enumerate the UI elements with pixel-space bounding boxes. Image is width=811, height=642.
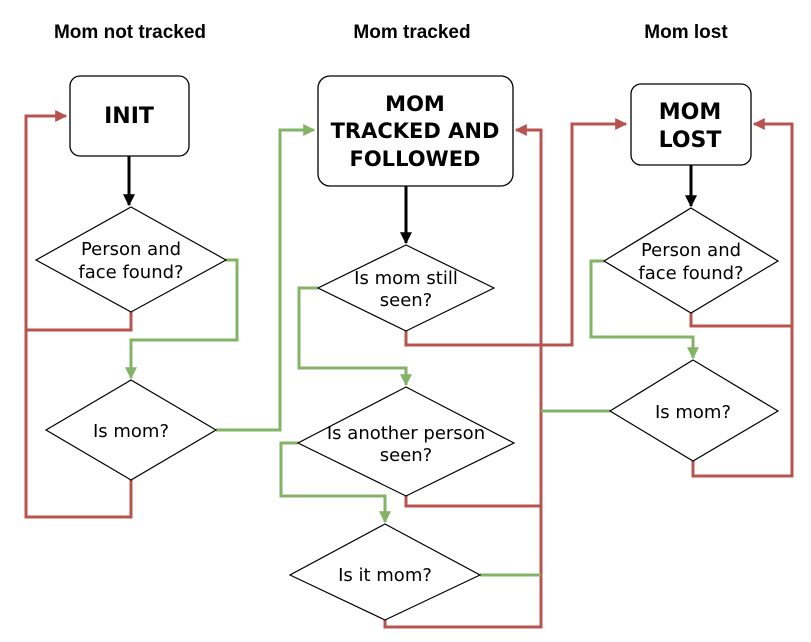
decision-col3-is-mom-label: Is mom? <box>655 402 731 423</box>
decision-another-person-label-1: Is another person <box>327 423 485 444</box>
edge-still-seen-yes-to-another-person <box>297 286 412 387</box>
decision-col1-person-face-label-2: face found? <box>78 262 183 283</box>
header-mom-not-tracked: Mom not tracked <box>54 22 206 43</box>
header-mom-tracked: Mom tracked <box>353 22 470 43</box>
state-init-label: INIT <box>104 104 154 129</box>
decision-col1-is-mom-label: Is mom? <box>93 421 169 442</box>
decision-is-it-mom-label: Is it mom? <box>338 565 432 586</box>
state-mom-tracked <box>317 75 514 187</box>
state-mom-lost <box>630 83 752 166</box>
edge-is-mom-yes-to-tracked <box>216 124 316 432</box>
decision-col1-person-face-label-1: Person and <box>81 239 181 260</box>
edge-col3-person-face-yes-to-is-mom <box>589 259 699 360</box>
state-mom-tracked-label-1: MOM <box>385 92 445 116</box>
state-mom-tracked-label-2: TRACKED AND <box>331 119 500 143</box>
state-mom-tracked-label-3: FOLLOWED <box>349 147 480 171</box>
header-mom-lost: Mom lost <box>644 22 728 43</box>
decision-col1-person-face <box>34 206 228 313</box>
decision-mom-still-seen <box>316 244 496 332</box>
edge-col3-is-mom-no-to-lost <box>691 326 794 478</box>
decision-mom-still-seen-label-2: seen? <box>380 290 433 311</box>
edge-person-face-yes-to-is-mom <box>125 258 239 380</box>
edge-another-person-yes-to-is-it-mom <box>279 441 391 524</box>
decision-is-it-mom <box>288 523 482 621</box>
edge-is-mom-no-to-init <box>24 330 133 519</box>
decision-mom-still-seen-label-1: Is mom still <box>354 268 458 289</box>
decision-col3-person-face-label-1: Person and <box>641 240 741 261</box>
decision-col3-person-face <box>602 207 780 314</box>
edge-still-seen-no-to-lost <box>404 118 628 347</box>
state-mom-lost-label-1: MOM <box>659 100 722 125</box>
state-init <box>69 75 190 157</box>
state-mom-lost-label-2: LOST <box>659 128 722 153</box>
decision-col3-is-mom <box>608 359 780 462</box>
edge-is-it-mom-no-to-tracked <box>383 124 543 629</box>
decision-another-person-label-2: seen? <box>380 445 433 466</box>
edge-another-person-no <box>404 496 541 508</box>
decision-col3-person-face-label-2: face found? <box>638 263 743 284</box>
decision-col1-is-mom <box>44 379 218 481</box>
decision-another-person <box>296 386 516 497</box>
